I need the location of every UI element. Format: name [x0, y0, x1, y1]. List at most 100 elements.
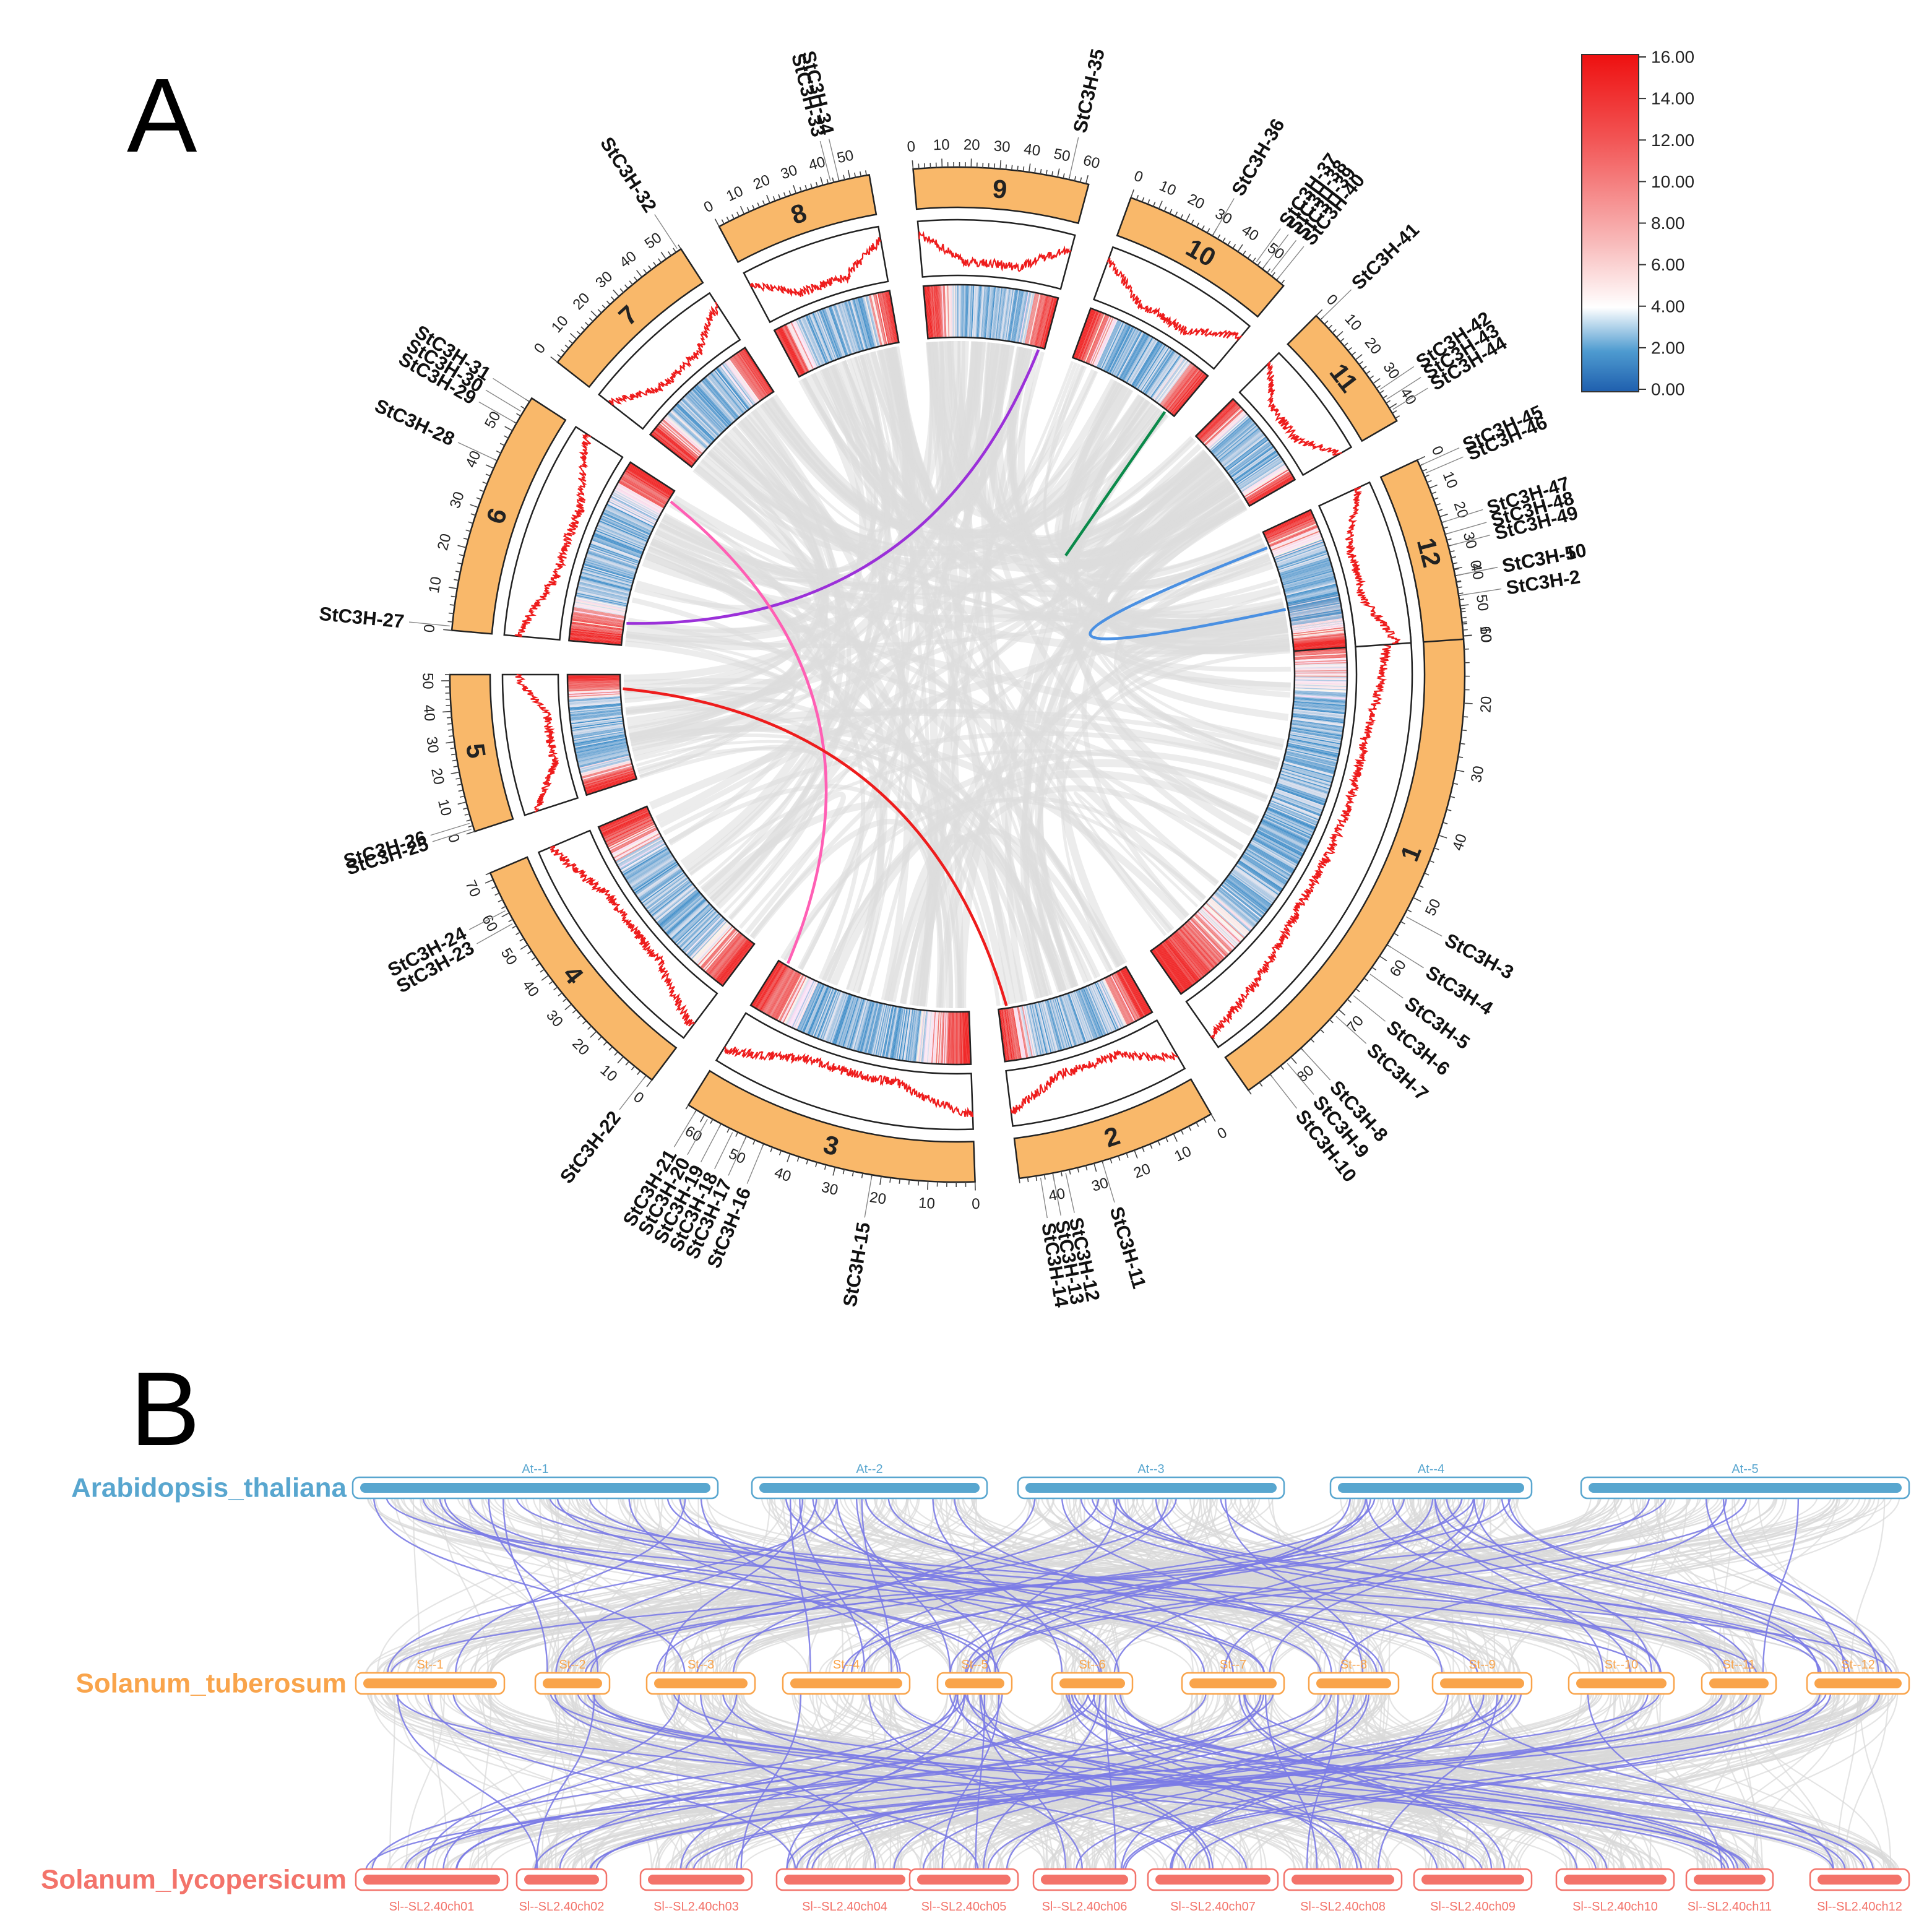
- c3h-link: [1119, 1691, 1578, 1872]
- grey-link: [701, 451, 1210, 569]
- grey-link: [405, 1691, 446, 1872]
- grey-link: [1859, 1691, 1892, 1872]
- chromosome-label: St--5: [961, 1658, 988, 1672]
- chromosome-label: Sl--SL2.40ch02: [519, 1900, 605, 1914]
- grey-link: [994, 1496, 1673, 1675]
- c3h-link: [692, 1691, 1748, 1872]
- chromosome-bar: Sl--SL2.40ch05: [908, 1868, 1019, 1914]
- legend-tick-label: 4.00: [1651, 296, 1685, 316]
- chromosome-2: 2010203040: [998, 965, 1230, 1205]
- c3h-link: [1507, 1496, 1819, 1675]
- chromosome-bar: Sl--SL2.40ch11: [1685, 1868, 1774, 1914]
- c3h-link: [785, 1691, 1332, 1872]
- c3h-link: [1434, 1496, 1604, 1675]
- chromosome-label: At--1: [522, 1462, 548, 1476]
- c3h-link: [964, 1496, 1367, 1675]
- grey-link: [909, 833, 1050, 1006]
- highlight-link: [1089, 546, 1287, 641]
- c3h-link: [722, 1691, 1248, 1872]
- tick-label: 30: [592, 268, 616, 291]
- c3h-link: [488, 1496, 599, 1675]
- tick-label: 20: [964, 136, 980, 153]
- c3h-link: [1220, 1496, 1727, 1675]
- tick-label: 10: [548, 313, 572, 336]
- tick-label: 40: [519, 977, 543, 1000]
- grey-link: [676, 1496, 806, 1675]
- grey-link: [1345, 1691, 1742, 1872]
- grey-link: [539, 1496, 576, 1675]
- c3h-link: [1473, 1496, 1653, 1675]
- tick-label: 10: [933, 136, 951, 153]
- tick-label: 0: [1467, 559, 1485, 571]
- grey-link: [866, 352, 1045, 997]
- chromosome-ideogram: [1379, 459, 1465, 643]
- chromosome-label: At--2: [856, 1462, 882, 1476]
- tick-label: 10: [597, 1061, 621, 1085]
- c3h-link: [983, 1691, 1101, 1872]
- grey-link: [673, 1691, 683, 1872]
- c3h-link: [416, 1691, 1274, 1872]
- grey-link: [556, 1496, 894, 1675]
- legend-tick-label: 8.00: [1651, 214, 1685, 233]
- c3h-link: [1073, 1691, 1865, 1872]
- chromosome-bar: St--9: [1431, 1658, 1533, 1695]
- c3h-link: [663, 1496, 804, 1675]
- c3h-link: [1068, 1691, 1342, 1872]
- gene-density-heatmap: [597, 805, 756, 987]
- tick-label: 40: [462, 448, 485, 470]
- tick-label: 80: [1294, 1062, 1317, 1086]
- grey-link: [985, 1691, 1387, 1872]
- c3h-link: [423, 1691, 681, 1872]
- grey-link: [1192, 1691, 1631, 1872]
- chromosome-bar: Sl--SL2.40ch09: [1413, 1868, 1533, 1914]
- chromosome-label: Sl--SL2.40ch06: [1042, 1900, 1128, 1914]
- tick-label: 20: [751, 171, 772, 193]
- c3h-link: [1092, 1691, 1358, 1872]
- c3h-link: [922, 1691, 1368, 1872]
- chromosome-ideogram: [1116, 196, 1285, 318]
- c3h-link: [1071, 1691, 1608, 1872]
- grey-link: [650, 538, 1011, 1006]
- gene-label: StC3H-15: [839, 1220, 874, 1308]
- c3h-link: [386, 1496, 1648, 1675]
- chromosome-label: St--3: [688, 1658, 714, 1672]
- grey-link: [635, 580, 1285, 746]
- tick-label: 60: [682, 1123, 705, 1146]
- grey-link: [1438, 1691, 1460, 1872]
- tick-label: 10: [1172, 1143, 1194, 1165]
- tick-label: 70: [462, 878, 483, 899]
- gc-density-track: [501, 673, 579, 816]
- legend-tick-label: 14.00: [1651, 89, 1694, 108]
- c3h-link: [1080, 1496, 1662, 1675]
- grey-link: [1507, 1691, 1866, 1872]
- tick-label: 30: [423, 735, 441, 754]
- gc-density-track: [916, 218, 1076, 290]
- gene-label: StC3H-35: [1069, 47, 1108, 135]
- chromosome-label: St--10: [1605, 1658, 1638, 1672]
- chromosome-ideogram: [451, 397, 567, 635]
- c3h-link: [811, 1691, 1516, 1872]
- grey-link: [642, 558, 1274, 623]
- chromosome-ideogram: [1013, 1078, 1212, 1180]
- chromosome-label: St--8: [1340, 1658, 1367, 1672]
- chromosome-bar: Sl--SL2.40ch10: [1555, 1868, 1675, 1914]
- grey-link: [843, 360, 1288, 638]
- tick-label: 10: [1439, 469, 1461, 491]
- grey-link: [655, 1691, 955, 1872]
- c3h-link: [740, 1691, 802, 1872]
- tick-label: 0: [701, 197, 716, 216]
- gc-density-track: [743, 225, 889, 324]
- c3h-link: [595, 1691, 1513, 1872]
- tick-label: 40: [420, 704, 438, 722]
- grey-link: [548, 1691, 1082, 1872]
- grey-link: [525, 1496, 952, 1675]
- chromosome-label: St--12: [1841, 1658, 1874, 1672]
- c3h-link: [550, 1691, 1726, 1872]
- grey-link: [1597, 1691, 1821, 1872]
- gene-label: StC3H-32: [596, 133, 661, 216]
- grey-link: [546, 1691, 723, 1872]
- density-line: [749, 237, 881, 297]
